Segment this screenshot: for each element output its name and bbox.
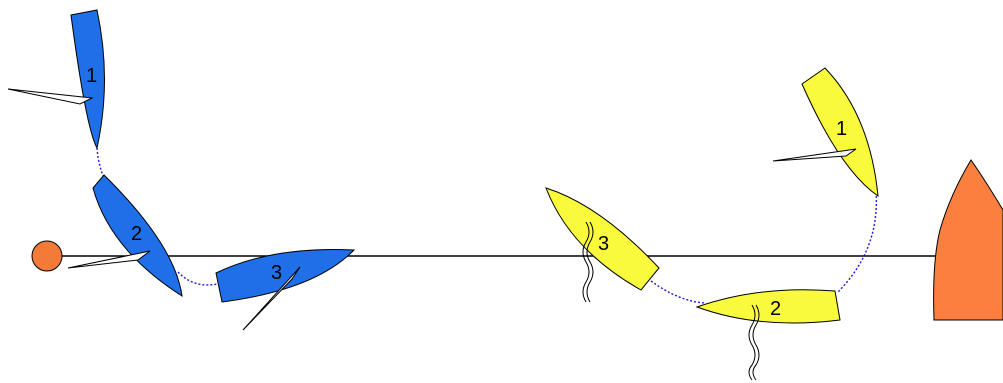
yellow-boat-3: 3 xyxy=(545,187,660,303)
yellow-boat-1-sail xyxy=(772,148,857,162)
yellow-boat-2: 2 xyxy=(695,289,841,381)
blue-boat-1-sail xyxy=(7,88,94,105)
blue-boat-2-sail xyxy=(67,250,151,269)
yellow-boat-2-label: 2 xyxy=(770,298,781,320)
yellow-track-1-2 xyxy=(836,191,878,294)
blue-boat-1-label: 1 xyxy=(86,65,97,87)
blue-track-2-3 xyxy=(177,271,223,286)
blue-boat-3: 3 xyxy=(215,249,356,331)
blue-boat-3-label: 3 xyxy=(271,262,282,284)
yellow-boat-3-flag xyxy=(582,221,594,303)
yellow-boat-3-label: 3 xyxy=(598,233,609,255)
committee-boat-icon xyxy=(933,159,1003,321)
yellow-boat-1-label: 1 xyxy=(836,118,847,140)
buoy-mark-icon xyxy=(31,240,63,272)
yellow-boat-1: 1 xyxy=(772,67,879,198)
yellow-track-2-3 xyxy=(650,280,707,304)
blue-track-1-2 xyxy=(96,147,104,177)
blue-boat-2-label: 2 xyxy=(131,223,142,245)
blue-boat-3-sail xyxy=(242,266,301,331)
blue-boat-2: 2 xyxy=(67,174,183,298)
blue-boat-1: 1 xyxy=(7,9,105,150)
yellow-boat-2-flag xyxy=(748,304,760,381)
